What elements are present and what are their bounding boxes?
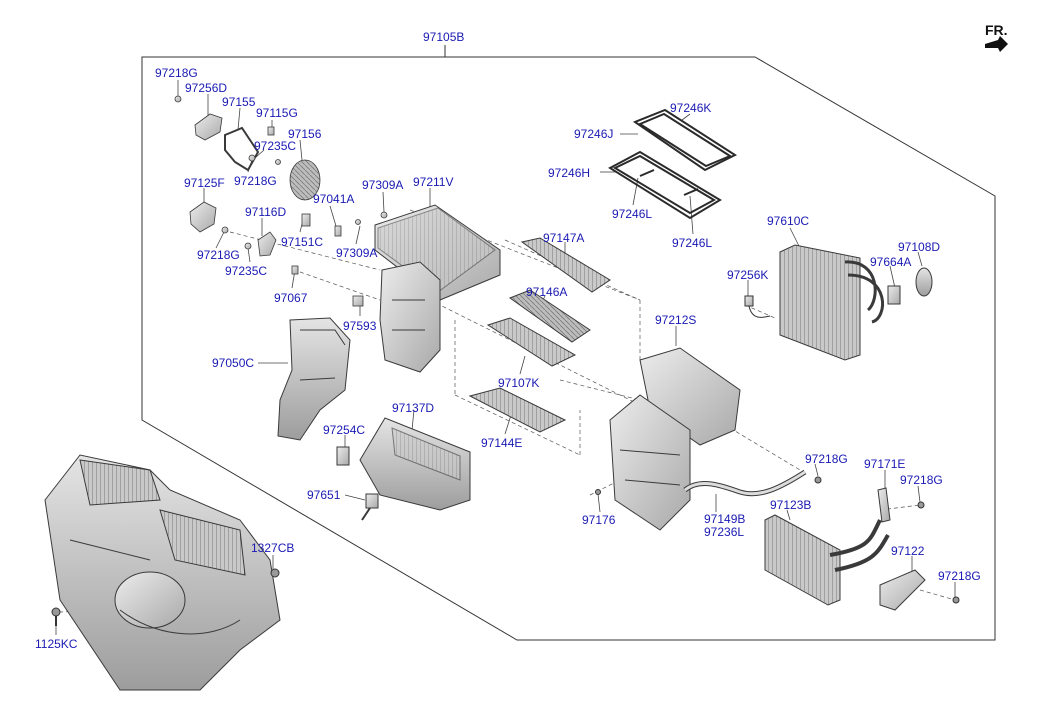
part-label-97176[interactable]: 97176	[582, 513, 616, 527]
part-label-1125KC[interactable]: 1125KC	[35, 637, 78, 651]
front-direction-label: FR.	[985, 22, 1008, 38]
part-label-97218G[interactable]: 97218G	[900, 473, 943, 487]
sensor-97256K	[744, 295, 771, 318]
sensor-97593	[352, 295, 364, 307]
lower-case-97137D	[359, 417, 471, 511]
lever-97151C	[301, 213, 311, 227]
part-label-97664A[interactable]: 97664A	[870, 255, 912, 269]
part-label-97218G[interactable]: 97218G	[234, 174, 277, 188]
part-label-97171E[interactable]: 97171E	[864, 457, 906, 471]
heater-core-97123B	[764, 514, 890, 606]
pipe-97122	[879, 569, 926, 611]
duct-97050C	[277, 317, 351, 441]
arm-97116D	[257, 231, 277, 257]
part-label-97105B[interactable]: 97105B	[423, 30, 465, 44]
part-label-97593[interactable]: 97593	[343, 319, 377, 333]
door-97146A	[508, 289, 591, 343]
part-label-97610C[interactable]: 97610C	[767, 214, 810, 228]
bracket-97256D	[194, 113, 223, 141]
screw-icon	[595, 489, 601, 495]
part-label-97218G[interactable]: 97218G	[938, 569, 981, 583]
motor-97651	[361, 493, 379, 521]
part-label-97211V[interactable]: 97211V	[413, 175, 454, 189]
part-label-97149B[interactable]: 97149B	[704, 512, 746, 526]
front-arrow-icon	[985, 36, 1008, 52]
screw-icon	[275, 159, 281, 165]
assembled-hvac-unit	[44, 454, 281, 691]
screw-icon	[355, 219, 361, 225]
screw-icon	[244, 242, 252, 250]
screw-icon	[380, 211, 388, 219]
part-label-97137D[interactable]: 97137D	[392, 401, 435, 415]
seal-97108D	[915, 267, 933, 297]
part-label-97122[interactable]: 97122	[891, 544, 925, 558]
part-label-97309A[interactable]: 97309A	[362, 178, 404, 192]
case-97212S	[609, 347, 741, 531]
leader-lines	[55, 80, 956, 635]
pin-97041A	[334, 225, 342, 237]
screw-icon	[221, 226, 229, 234]
part-label-97050C[interactable]: 97050C	[212, 356, 255, 370]
part-label-97115G[interactable]: 97115G	[256, 106, 298, 120]
part-label-97236L[interactable]: 97236L	[704, 525, 745, 539]
part-label-97246K[interactable]: 97246K	[670, 101, 712, 115]
seal-gaskets-97246	[608, 108, 738, 220]
clip-97115G	[267, 126, 275, 136]
door-97147A	[520, 237, 611, 293]
pipe-97171E	[877, 487, 891, 523]
expansion-valve-97664A	[887, 285, 901, 305]
bolt-1125KC	[51, 607, 61, 626]
part-label-97155[interactable]: 97155	[222, 95, 256, 109]
screw-icon	[248, 154, 256, 162]
screw-icon	[174, 95, 182, 103]
screw-icon	[814, 476, 822, 484]
part-label-97107K[interactable]: 97107K	[498, 376, 540, 390]
part-label-97156[interactable]: 97156	[288, 127, 322, 141]
bolt-1327CB	[270, 568, 280, 578]
part-label-97146A[interactable]: 97146A	[526, 285, 568, 299]
part-label-97218G[interactable]: 97218G	[197, 248, 240, 262]
part-label-97123B[interactable]: 97123B	[770, 498, 812, 512]
part-label-97218G[interactable]: 97218G	[155, 66, 198, 80]
screw-icon	[952, 596, 960, 604]
clip-97067	[291, 265, 299, 275]
part-label-97254C[interactable]: 97254C	[323, 423, 366, 437]
part-label-97246L[interactable]: 97246L	[672, 236, 713, 250]
part-label-1327CB[interactable]: 1327CB	[251, 541, 295, 555]
part-label-97147A[interactable]: 97147A	[543, 231, 585, 245]
part-label-97235C[interactable]: 97235C	[254, 139, 297, 153]
part-label-97651[interactable]: 97651	[307, 488, 341, 502]
part-label-97309A[interactable]: 97309A	[336, 246, 378, 260]
part-label-97212S[interactable]: 97212S	[655, 313, 697, 327]
assembly-boundary	[141, 56, 996, 641]
part-label-97218G[interactable]: 97218G	[805, 452, 848, 466]
part-label-97246J[interactable]: 97246J	[574, 127, 614, 141]
part-label-97144E[interactable]: 97144E	[481, 436, 523, 450]
part-label-97108D[interactable]: 97108D	[898, 240, 941, 254]
actuator-97125F	[189, 201, 217, 233]
part-label-97151C[interactable]: 97151C	[281, 235, 324, 249]
part-label-97116D[interactable]: 97116D	[245, 205, 287, 219]
part-label-97067[interactable]: 97067	[274, 291, 308, 305]
part-label-97235C[interactable]: 97235C	[225, 264, 268, 278]
gear-97156	[289, 159, 321, 201]
evaporator-97610C	[779, 244, 884, 361]
link-97155	[224, 126, 260, 172]
upper-case-97211V	[374, 204, 501, 373]
screw-icon	[917, 501, 925, 509]
filter-97144E	[468, 387, 567, 433]
part-label-97246H[interactable]: 97246H	[548, 166, 591, 180]
door-97107K	[486, 317, 577, 367]
part-label-97256K[interactable]: 97256K	[727, 268, 769, 282]
part-label-97246L[interactable]: 97246L	[612, 207, 653, 221]
pipe-97254C	[336, 446, 350, 466]
part-label-97041A[interactable]: 97041A	[313, 192, 355, 206]
part-label-97125F[interactable]: 97125F	[184, 176, 225, 190]
part-label-97256D[interactable]: 97256D	[185, 81, 228, 95]
